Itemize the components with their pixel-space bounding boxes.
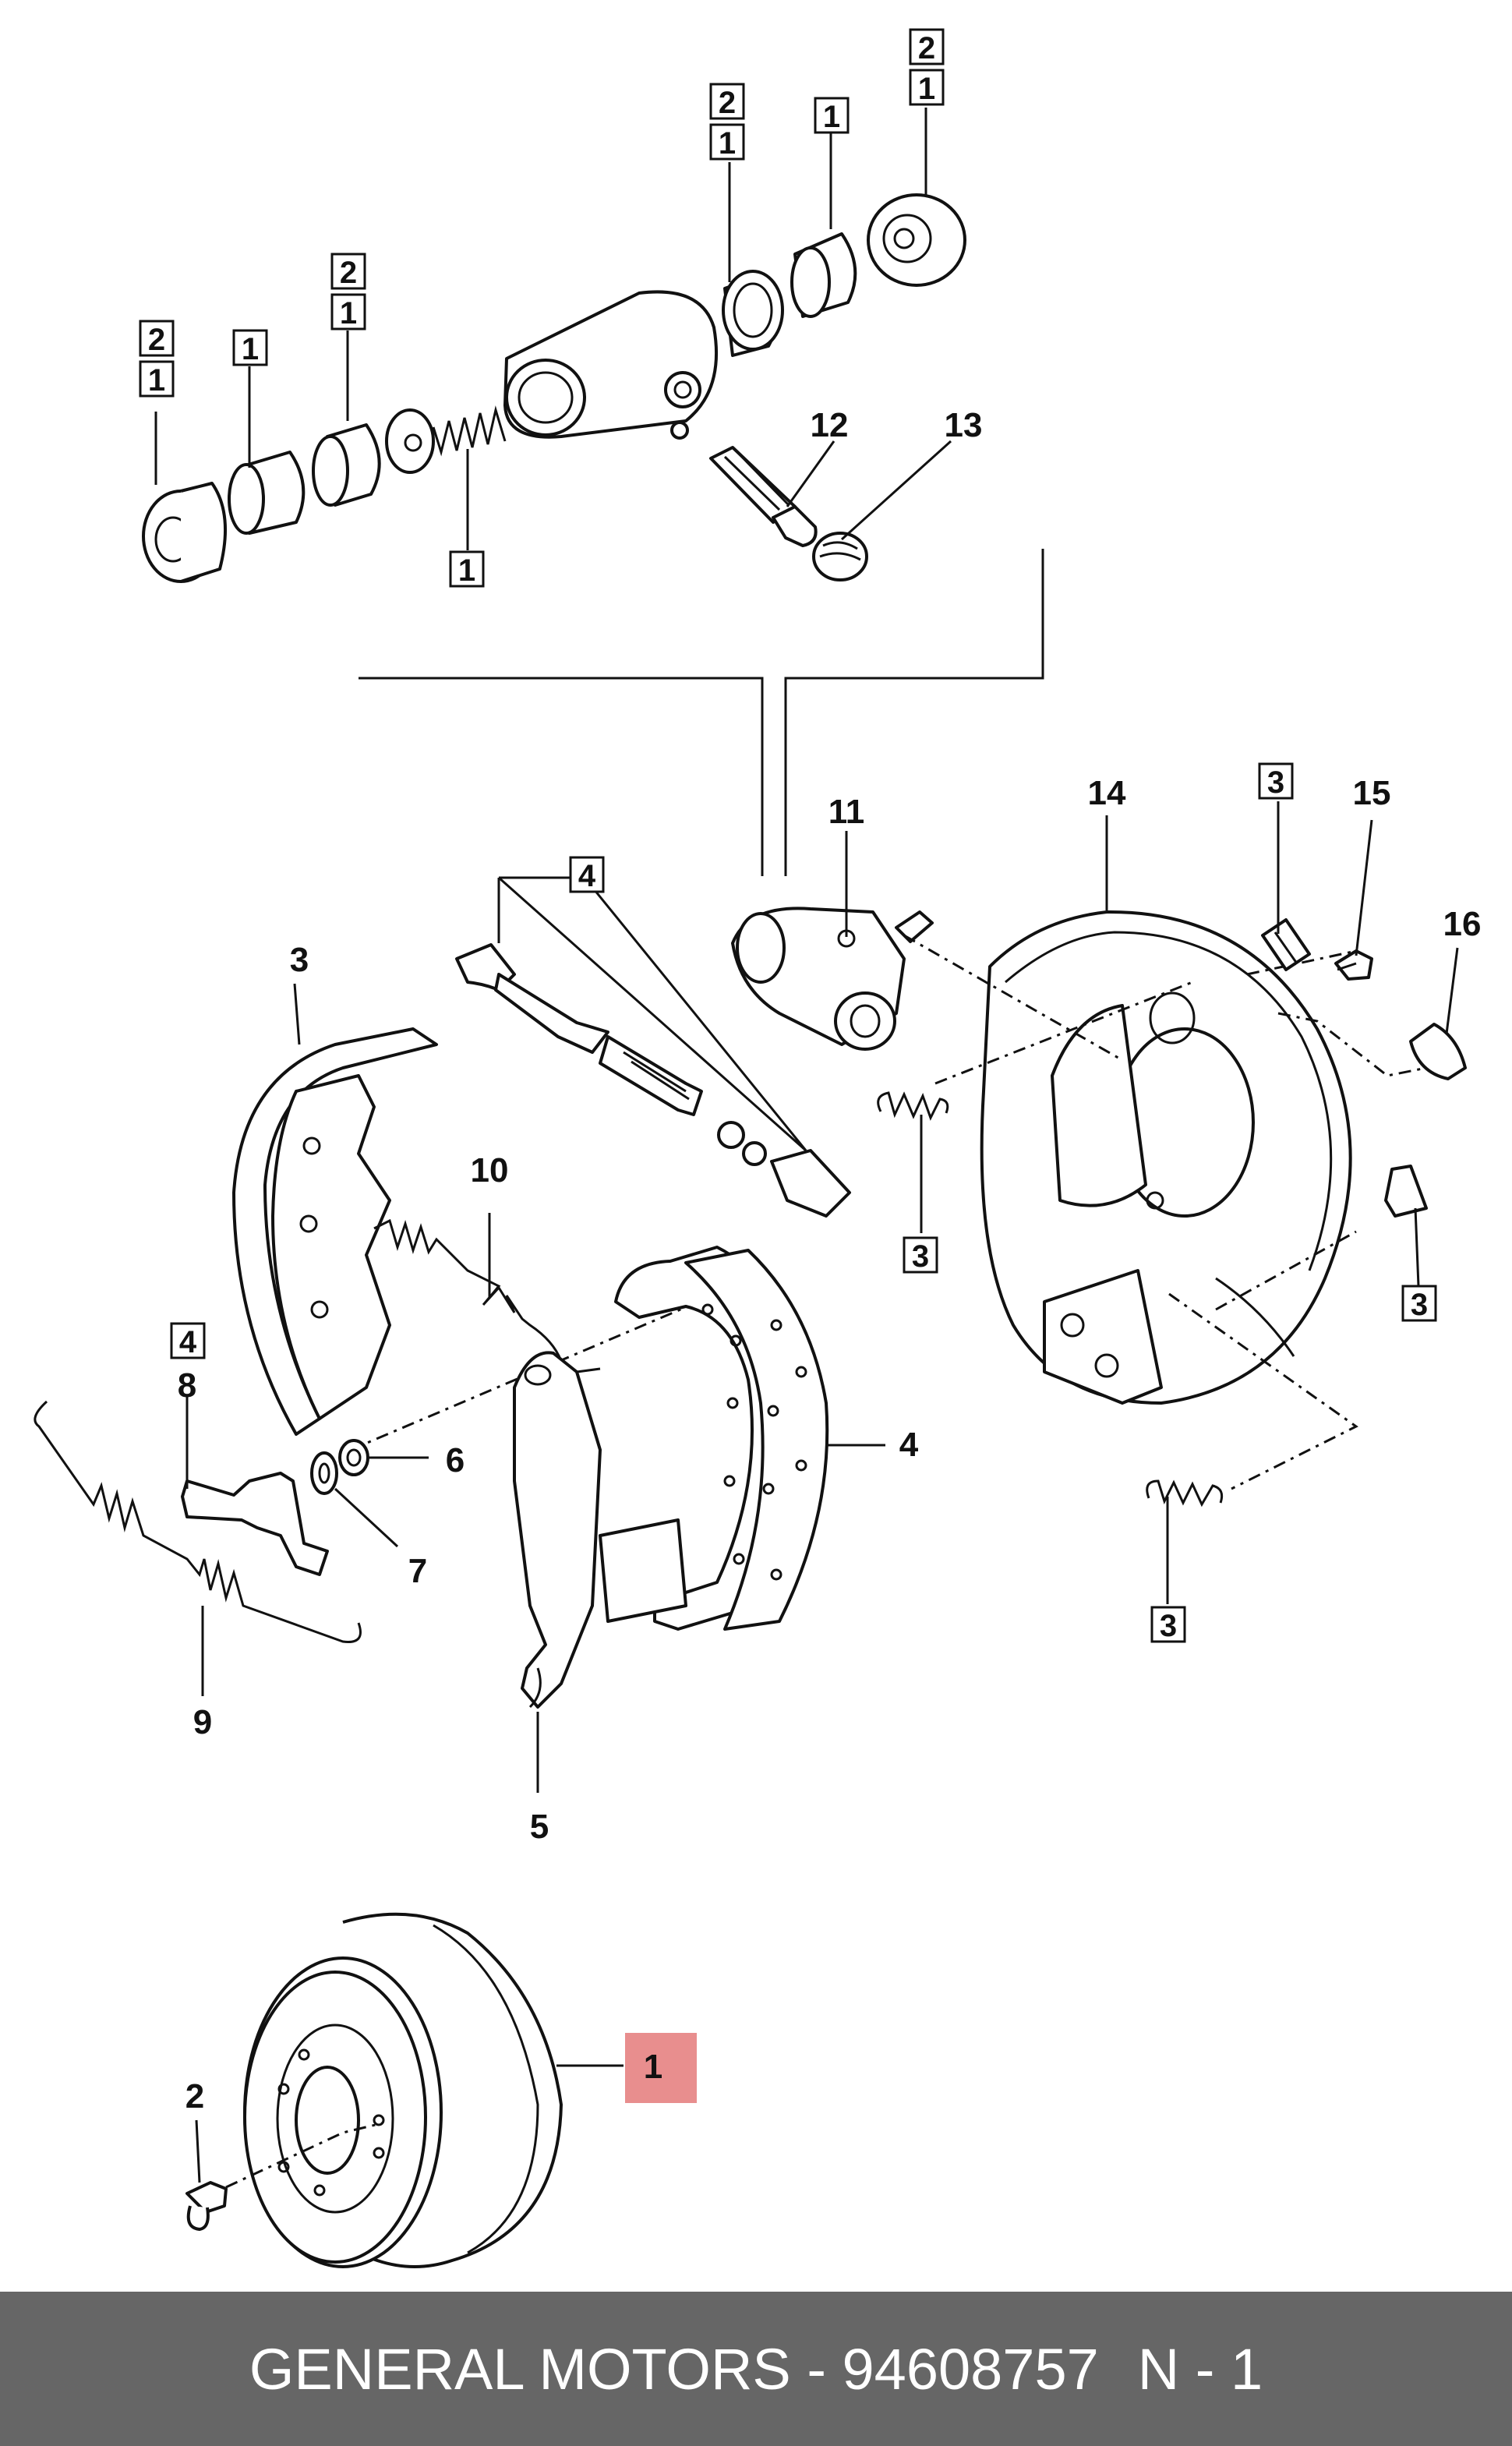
svg-text:4: 4 <box>578 859 596 893</box>
group-bracket-right <box>784 549 1044 876</box>
svg-text:2: 2 <box>719 86 736 120</box>
kit-box: 1 <box>709 123 745 161</box>
callout-1: 1 <box>644 2048 662 2086</box>
bleeder-cap <box>812 532 868 581</box>
svg-text:2: 2 <box>340 256 357 290</box>
svg-text:1: 1 <box>242 332 259 366</box>
brake-shoe-right <box>599 1246 829 1631</box>
callout-15: 15 <box>1353 774 1391 812</box>
wheel-cylinder-exploded <box>142 193 966 583</box>
callout-7: 7 <box>408 1552 427 1590</box>
svg-text:3: 3 <box>1267 765 1284 800</box>
svg-text:1: 1 <box>340 296 357 330</box>
svg-text:3: 3 <box>1160 1609 1177 1643</box>
dust-boot-left <box>142 482 228 583</box>
kit-box: 3 <box>903 1236 938 1274</box>
kit-box: 1 <box>139 360 175 398</box>
dust-boot-right <box>867 193 966 287</box>
callout-12: 12 <box>811 406 849 444</box>
piston-left <box>228 451 306 535</box>
callout-labels: 12 13 11 14 15 16 3 10 8 6 7 4 9 5 2 1 <box>178 406 1482 2116</box>
kit-box: 2 <box>139 320 175 357</box>
kit-box: 2 <box>909 28 945 65</box>
kit-box: 1 <box>330 293 366 330</box>
brand-part-number: GENERAL MOTORS - 94608757 <box>249 2336 1099 2402</box>
cup-seal-left <box>312 423 381 507</box>
callout-16: 16 <box>1443 905 1482 943</box>
kit-ref-boxes: 2 1 1 2 1 1 2 1 1 2 1 4 3 3 3 3 4 <box>139 28 1437 1643</box>
upper-return-spring <box>373 1218 601 1373</box>
adjuster-strut <box>455 943 851 1218</box>
callout-6: 6 <box>446 1441 465 1479</box>
kit-box: 1 <box>449 550 485 588</box>
clip-7 <box>310 1451 338 1495</box>
callout-13: 13 <box>945 406 983 444</box>
hold-down-clip-side <box>1384 1165 1428 1218</box>
piston-right <box>790 232 857 318</box>
svg-text:4: 4 <box>179 1325 197 1359</box>
brake-exploded-diagram: 2 1 1 2 1 1 2 1 1 2 1 4 3 3 3 3 4 12 13 … <box>34 28 1482 2268</box>
brake-shoe-left <box>232 1027 438 1436</box>
svg-text:3: 3 <box>1411 1288 1428 1322</box>
kit-box: 3 <box>1258 762 1294 800</box>
callout-4: 4 <box>899 1426 919 1464</box>
assembly-line-16 <box>1277 1012 1427 1077</box>
parking-brake-lever <box>513 1351 602 1709</box>
backing-plate <box>980 910 1352 1405</box>
spring-assembly <box>385 405 507 474</box>
kit-box: 4 <box>170 1322 206 1359</box>
mounting-bolt <box>1334 949 1373 981</box>
svg-text:1: 1 <box>823 100 840 134</box>
svg-text:1: 1 <box>458 553 475 588</box>
svg-text:1: 1 <box>918 72 935 106</box>
page-reference: N - 1 <box>1137 2336 1263 2402</box>
svg-text:3: 3 <box>912 1239 929 1274</box>
kit-box: 1 <box>909 69 945 106</box>
svg-text:1: 1 <box>148 363 165 398</box>
bleeder-screw <box>709 446 818 547</box>
brake-drum <box>243 1912 563 2268</box>
group-bracket-left <box>359 677 764 876</box>
adjuster-lever-8 <box>181 1472 329 1576</box>
assembly-line-clip <box>1215 1230 1357 1311</box>
callout-11: 11 <box>828 793 865 831</box>
kit-box: 3 <box>1401 1285 1437 1322</box>
lining-rivets <box>701 1303 807 1581</box>
highlight-box <box>625 2033 697 2103</box>
kit-box: 3 <box>1150 1606 1186 1643</box>
callout-8: 8 <box>178 1366 196 1405</box>
kit-box: 1 <box>814 97 850 134</box>
return-spring-small-bottom <box>1146 1479 1224 1508</box>
assembly-line-spring-top <box>934 981 1193 1085</box>
callout-10: 10 <box>471 1151 509 1189</box>
callout-9: 9 <box>193 1703 212 1741</box>
cup-seal-right <box>722 270 784 357</box>
kit-box: 2 <box>330 253 366 290</box>
callout-2: 2 <box>185 2077 204 2116</box>
callout-14: 14 <box>1088 774 1126 812</box>
svg-text:1: 1 <box>719 126 736 161</box>
bolt-2 <box>185 2181 228 2231</box>
adjuster-plug <box>1409 1023 1467 1080</box>
return-spring-small-top <box>877 1091 949 1121</box>
cylinder-body <box>503 290 718 440</box>
svg-text:2: 2 <box>148 323 165 357</box>
kit-box: 4 <box>569 856 605 893</box>
callout-3: 3 <box>290 941 309 979</box>
assembly-line-15 <box>1246 949 1357 976</box>
washer-6 <box>338 1439 369 1476</box>
kit-box: 1 <box>232 329 268 366</box>
kit-box: 2 <box>709 83 745 120</box>
assembly-line-spring-bottom <box>1168 1292 1358 1490</box>
callout-5: 5 <box>530 1808 549 1846</box>
leader-lines <box>154 108 1459 2183</box>
wheel-cylinder-assembled <box>731 907 934 1051</box>
lower-return-spring <box>34 1400 362 1643</box>
svg-text:2: 2 <box>918 31 935 65</box>
footer-bar: GENERAL MOTORS - 94608757 N - 1 <box>0 2292 1512 2446</box>
